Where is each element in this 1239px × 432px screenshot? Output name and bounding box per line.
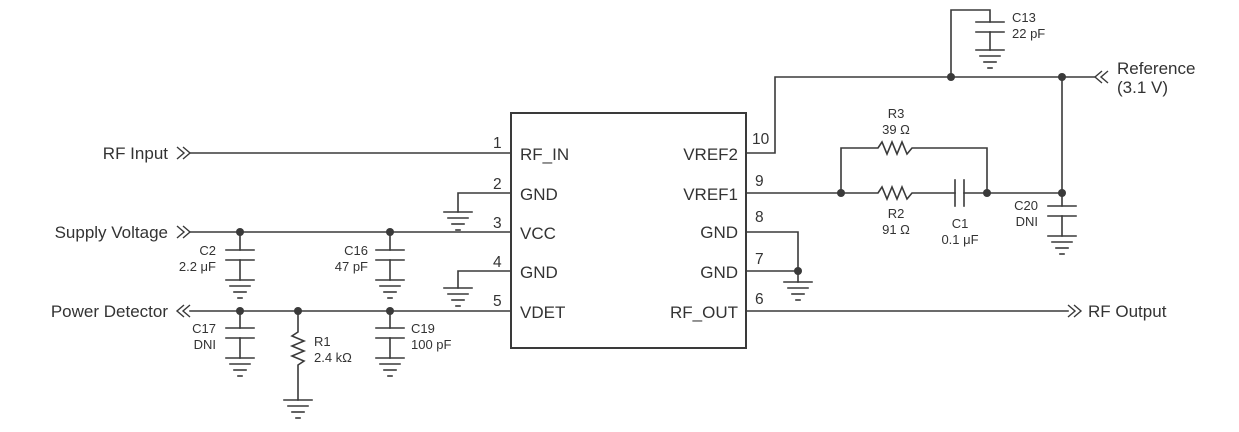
r2-value: 91 Ω	[882, 222, 910, 237]
r3-value: 39 Ω	[882, 122, 910, 137]
power-detector-arrow	[175, 304, 191, 318]
pin-9-number: 9	[755, 173, 764, 190]
reference-voltage-label: (3.1 V)	[1117, 78, 1168, 97]
c1-capacitor	[954, 179, 1063, 207]
supply-voltage-label: Supply Voltage	[55, 223, 168, 242]
power-detector-label: Power Detector	[51, 302, 168, 321]
c19-value: 100 pF	[411, 337, 452, 352]
rf-input-label: RF Input	[103, 144, 168, 163]
c16-value: 47 pF	[335, 259, 368, 274]
junction-r3-right	[983, 189, 991, 197]
pin-4-name: GND	[520, 263, 558, 282]
pin-2-number: 2	[493, 176, 502, 193]
pin-5-name: VDET	[520, 303, 565, 322]
pin-8-number: 8	[755, 209, 764, 226]
c20-value: DNI	[1016, 214, 1038, 229]
c19-capacitor	[375, 310, 405, 377]
c17-ref: C17	[192, 321, 216, 336]
c1-ref: C1	[952, 216, 969, 231]
pin-10-number: 10	[752, 131, 770, 148]
pin-3-number: 3	[493, 215, 502, 232]
pin2-ground-icon	[443, 211, 473, 231]
pin4-ground-icon	[443, 287, 473, 307]
c19-ref: C19	[411, 321, 435, 336]
right-ground-icon	[783, 270, 813, 301]
rf-input-arrow	[176, 146, 192, 160]
pin8-ground-wire	[745, 231, 799, 272]
r3-ref: R3	[888, 106, 905, 121]
pin-3-name: VCC	[520, 224, 556, 243]
r3-resistor	[840, 139, 988, 194]
pin4-ground-wire	[457, 270, 512, 289]
c13-capacitor	[950, 9, 1005, 78]
pin-4-number: 4	[493, 254, 502, 271]
c1-value: 0.1 μF	[941, 232, 978, 247]
r2-resistor	[840, 184, 956, 202]
c2-value: 2.2 μF	[179, 259, 216, 274]
rf-output-arrow	[1067, 304, 1083, 318]
pin-1-number: 1	[493, 135, 502, 152]
pin-10-name: VREF2	[683, 145, 738, 164]
rf-output-label: RF Output	[1088, 302, 1167, 321]
pin-1-name: RF_IN	[520, 145, 569, 164]
c17-value: DNI	[194, 337, 216, 352]
c2-ref: C2	[199, 243, 216, 258]
pin-2-name: GND	[520, 185, 558, 204]
r1-resistor	[283, 310, 313, 419]
vref2-wire	[745, 76, 1096, 154]
c20-capacitor	[1047, 192, 1077, 255]
pin-5-number: 5	[493, 293, 502, 310]
c2-capacitor	[225, 231, 255, 299]
r2-ref: R2	[888, 206, 905, 221]
pin-7-name: GND	[700, 263, 738, 282]
c16-capacitor	[375, 231, 405, 299]
pin-8-name: GND	[700, 223, 738, 242]
c20-ref: C20	[1014, 198, 1038, 213]
supply-voltage-arrow	[176, 225, 192, 239]
reference-arrow	[1093, 70, 1109, 84]
c13-value: 22 pF	[1012, 26, 1045, 41]
c13-ref: C13	[1012, 10, 1036, 25]
reference-label: Reference	[1117, 59, 1195, 78]
pin-6-name: RF_OUT	[670, 303, 738, 322]
pin2-ground-wire	[457, 192, 512, 213]
pin-9-name: VREF1	[683, 185, 738, 204]
pin-7-number: 7	[755, 251, 764, 268]
c17-capacitor	[225, 310, 255, 377]
pin-6-number: 6	[755, 291, 764, 308]
c16-ref: C16	[344, 243, 368, 258]
r1-ref: R1	[314, 334, 331, 349]
r1-value: 2.4 kΩ	[314, 350, 352, 365]
ic-body	[510, 112, 747, 349]
